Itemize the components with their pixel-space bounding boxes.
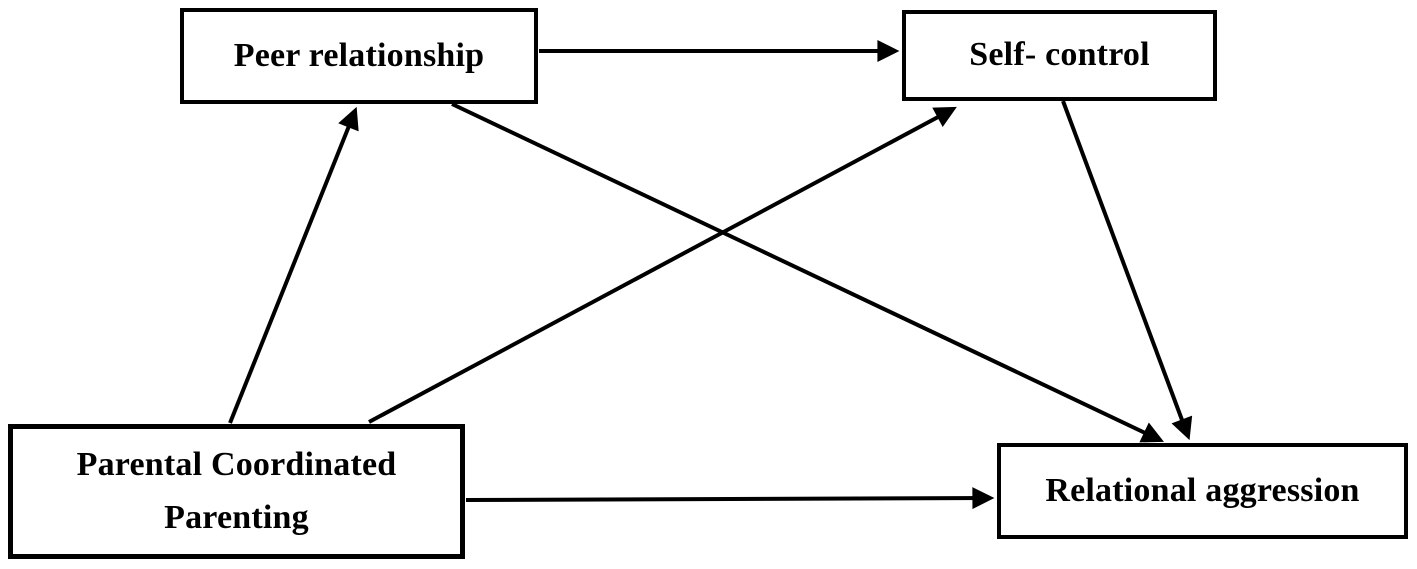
node-relational-aggression: Relational aggression — [997, 443, 1408, 539]
node-self-control: Self- control — [902, 10, 1217, 101]
node-self-control-label: Self- control — [969, 36, 1150, 74]
arrow-parental-to-peer — [228, 106, 359, 424]
node-parental-coordinated-parenting: Parental Coordinated Parenting — [8, 424, 465, 559]
arrow-parental-to-relational-aggression — [465, 487, 995, 510]
arrow-parental-to-self-control — [368, 106, 957, 424]
node-parental-coordinated-parenting-label: Parental Coordinated Parenting — [76, 445, 397, 536]
arrow-peer-to-relational-aggression — [451, 102, 1164, 443]
arrow-self-control-to-relational-aggression — [1061, 100, 1193, 441]
node-peer-relationship: Peer relationship — [180, 8, 538, 104]
node-peer-relationship-label: Peer relationship — [233, 36, 485, 74]
node-relational-aggression-label: Relational aggression — [1045, 471, 1360, 509]
